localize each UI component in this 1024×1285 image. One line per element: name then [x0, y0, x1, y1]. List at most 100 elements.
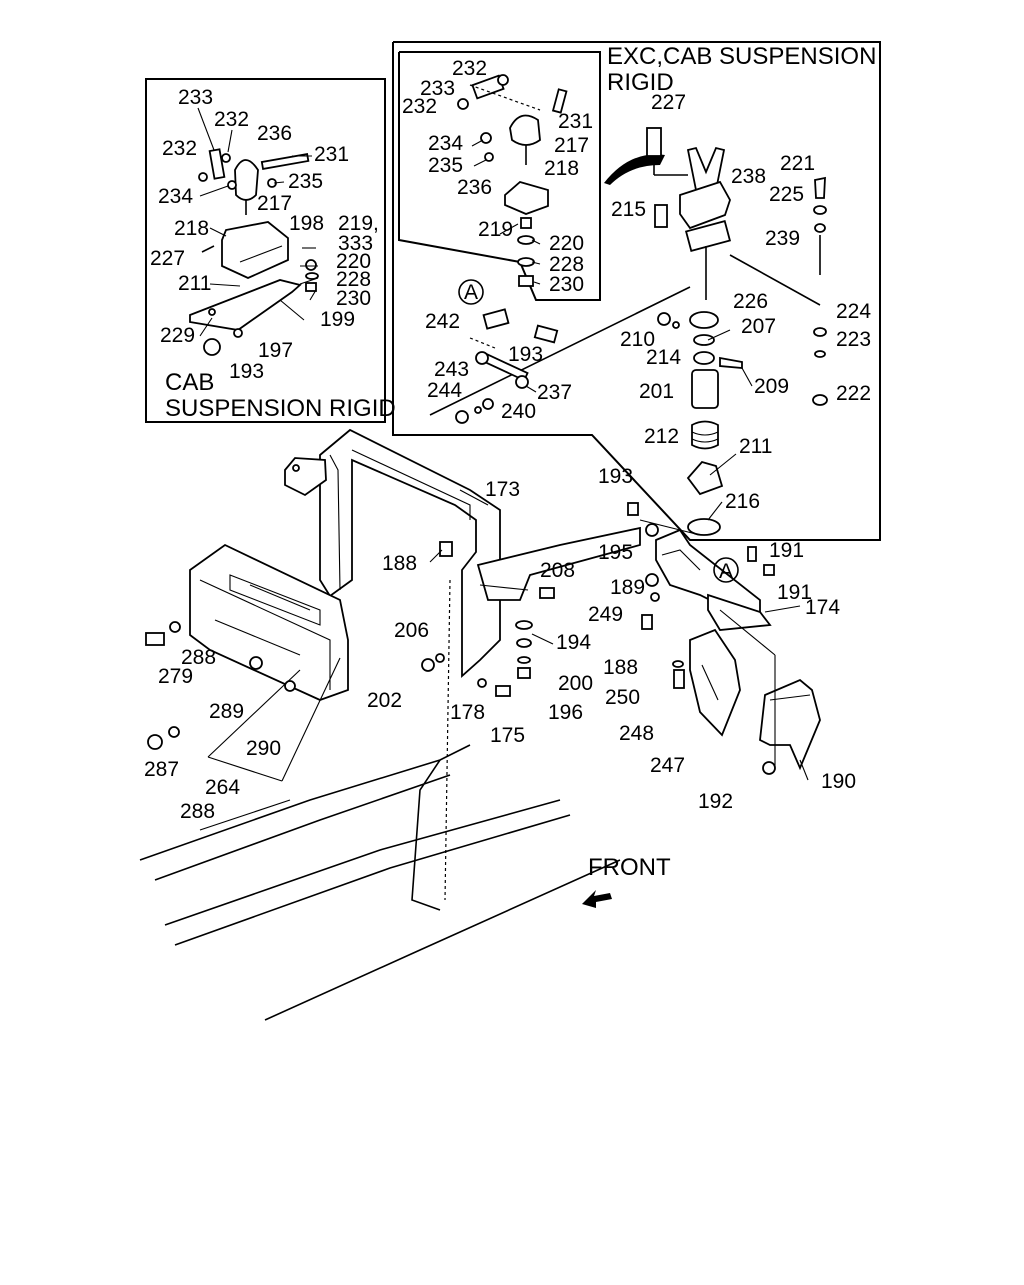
- left-panel-264: [145, 543, 349, 782]
- inset-exc-cab-suspension-rigid: [392, 41, 881, 541]
- part-labels: 233 232 236 232 231 234 235 217 218 198 …: [144, 57, 871, 823]
- part-label: 230: [336, 287, 371, 310]
- part-label: 229: [160, 324, 195, 347]
- part-label: 248: [619, 722, 654, 745]
- part-label: 247: [650, 754, 685, 777]
- part-label: 226: [733, 290, 768, 313]
- part-label: 220: [549, 232, 584, 255]
- part-label: 217: [257, 192, 292, 215]
- part-label: 207: [741, 315, 776, 338]
- main-frame-173: [284, 428, 641, 679]
- part-label: 232: [452, 57, 487, 80]
- part-label: 249: [588, 603, 623, 626]
- part-label: 220: [336, 250, 371, 273]
- part-label: 212: [644, 425, 679, 448]
- part-label: 242: [425, 310, 460, 333]
- part-label: 279: [158, 665, 193, 688]
- part-label: 225: [769, 183, 804, 206]
- part-label: 209: [754, 375, 789, 398]
- part-label: 174: [805, 596, 840, 619]
- part-label: 333: [338, 232, 373, 255]
- part-label: 188: [603, 656, 638, 679]
- part-label: 222: [836, 382, 871, 405]
- part-label: 214: [646, 346, 681, 369]
- stabilizer-link: [455, 279, 559, 424]
- inset-cab-suspension-rigid: [145, 78, 386, 423]
- part-label: 232: [162, 137, 197, 160]
- part-label: 288: [180, 800, 215, 823]
- part-label: 227: [150, 247, 185, 270]
- part-label: 210: [620, 328, 655, 351]
- part-label: 264: [205, 776, 240, 799]
- part-label: 227: [651, 91, 686, 114]
- right-mount-parts: [627, 502, 821, 775]
- part-label: 238: [731, 165, 766, 188]
- part-label: 232: [402, 95, 437, 118]
- part-label: 288: [181, 646, 216, 669]
- callout-letter-main: A: [719, 560, 733, 583]
- part-label: 250: [605, 686, 640, 709]
- cab-rigid-parts: [189, 148, 319, 356]
- inset-title-cab: CAB: [165, 369, 214, 396]
- part-label: 230: [549, 273, 584, 296]
- part-label: 237: [537, 381, 572, 404]
- part-label: 193: [508, 343, 543, 366]
- part-label: 219: [478, 218, 513, 241]
- part-label: 290: [246, 737, 281, 760]
- part-label: 219,: [338, 212, 379, 235]
- part-label: 191: [777, 581, 812, 604]
- part-label: 240: [501, 400, 536, 423]
- part-label: 244: [427, 379, 462, 402]
- part-label: 194: [556, 631, 591, 654]
- part-label: 190: [821, 770, 856, 793]
- part-label: 233: [420, 77, 455, 100]
- part-label: 232: [214, 108, 249, 131]
- part-label: 189: [610, 576, 645, 599]
- part-label: 192: [698, 790, 733, 813]
- part-label: 221: [780, 152, 815, 175]
- front-label: FRONT: [588, 854, 671, 881]
- part-label: 231: [558, 110, 593, 133]
- part-label: 236: [457, 176, 492, 199]
- part-label: 206: [394, 619, 429, 642]
- center-fasteners: [421, 541, 555, 697]
- part-label: 195: [598, 541, 633, 564]
- part-label: 193: [229, 360, 264, 383]
- part-label: 224: [836, 300, 871, 323]
- part-label: 199: [320, 308, 355, 331]
- inset-title-suspension-rigid: SUSPENSION RIGID: [165, 395, 396, 422]
- part-label: 228: [549, 253, 584, 276]
- chassis-rails: [139, 579, 621, 1021]
- callout-letter: A: [464, 281, 478, 304]
- part-label: 228: [336, 268, 371, 291]
- part-label: 211: [178, 272, 211, 295]
- part-label: 215: [611, 198, 646, 221]
- part-label: 201: [639, 380, 674, 403]
- part-label: 197: [258, 339, 293, 362]
- suspension-assembly: [429, 127, 828, 536]
- part-label: 236: [257, 122, 292, 145]
- exc-upper-parts: [457, 74, 568, 287]
- part-label: 191: [769, 539, 804, 562]
- part-label: 243: [434, 358, 469, 381]
- part-label: 234: [158, 185, 193, 208]
- part-label: 188: [382, 552, 417, 575]
- part-label: 198: [289, 212, 324, 235]
- part-label: 234: [428, 132, 463, 155]
- callout-circle-a: [458, 279, 484, 305]
- part-label: 196: [548, 701, 583, 724]
- part-label: 223: [836, 328, 871, 351]
- part-label: 235: [428, 154, 463, 177]
- inset-title-rigid: RIGID: [607, 69, 674, 96]
- part-label: 175: [490, 724, 525, 747]
- leader-lines: [197, 107, 809, 781]
- part-label: 289: [209, 700, 244, 723]
- part-label: 193: [598, 465, 633, 488]
- inset-title-exc: EXC,CAB SUSPENSION: [607, 43, 876, 70]
- part-label: 208: [540, 559, 575, 582]
- part-label: 217: [554, 134, 589, 157]
- part-label: 202: [367, 689, 402, 712]
- callout-circle-a-main: [713, 557, 739, 583]
- part-label: 173: [485, 478, 520, 501]
